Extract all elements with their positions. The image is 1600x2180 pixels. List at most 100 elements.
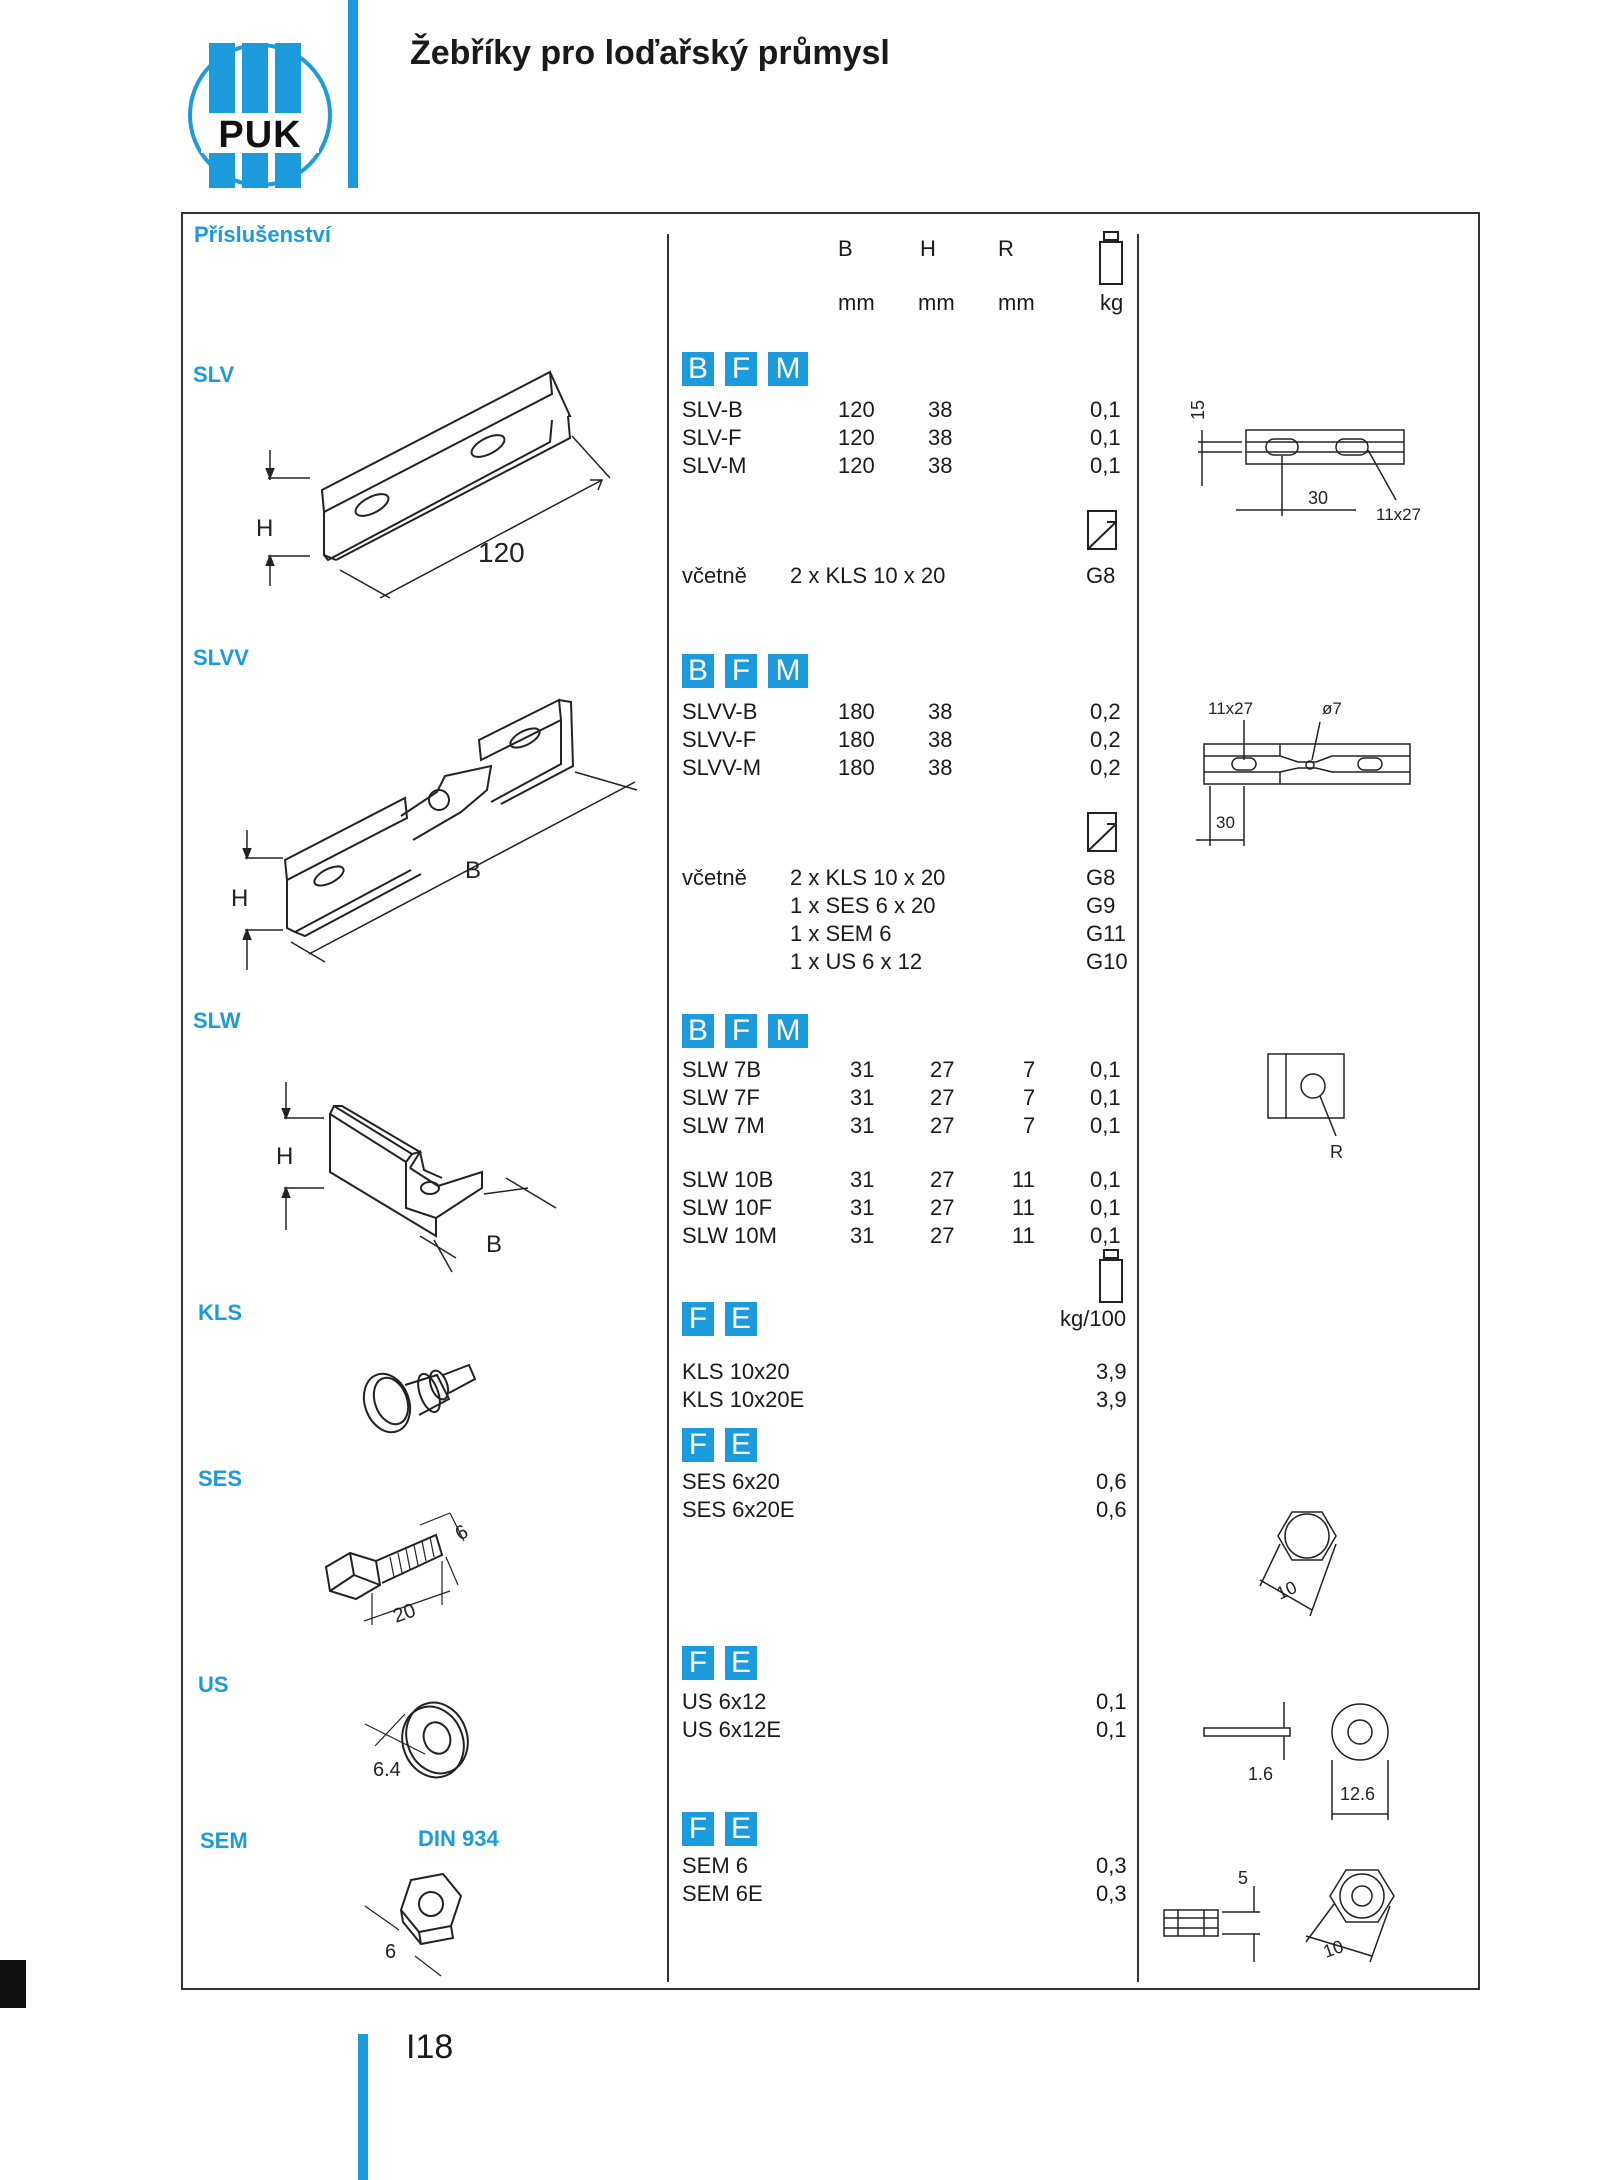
product-code: SLW 7B <box>682 1057 762 1082</box>
value-h: 27 <box>930 1195 955 1220</box>
drawing-dim-10: 10 <box>1273 1577 1300 1604</box>
section-title: Příslušenství <box>194 222 331 247</box>
product-code: SLV-F <box>682 425 742 450</box>
fig-dim-h: H <box>256 515 273 542</box>
fig-dim-b: B <box>465 857 481 884</box>
section-label-ses: SES <box>198 1466 243 1491</box>
slvv-connector-figure: H B <box>231 698 638 970</box>
col-unit-b: mm <box>838 290 875 315</box>
product-code: SES 6x20 <box>682 1469 780 1494</box>
fig-dim-6: 6 <box>452 1521 473 1546</box>
value-r: 7 <box>1023 1057 1036 1082</box>
value-weight: 0,1 <box>1090 1195 1121 1220</box>
page-number: I18 <box>406 2028 454 2066</box>
finish-badge-f: F <box>725 1014 757 1048</box>
fig-dim-6: 6 <box>385 1941 396 1963</box>
product-code: SLVV-M <box>682 755 762 780</box>
col-header-h: H <box>920 236 936 261</box>
finish-badge-b: B <box>682 352 714 386</box>
value-weight: 0,6 <box>1096 1469 1127 1494</box>
value-weight: 0,1 <box>1090 1223 1121 1248</box>
slv-tech-drawing: 15 30 11x27 <box>1188 400 1420 524</box>
product-code: SEM 6E <box>682 1881 763 1906</box>
fig-dim-h: H <box>276 1143 293 1170</box>
sem-nut-figure: 6 <box>364 1872 463 1977</box>
value-b: 31 <box>850 1167 875 1192</box>
value-b: 180 <box>838 699 875 724</box>
reference-icon <box>1087 510 1117 550</box>
included-ref: G8 <box>1086 563 1116 588</box>
included-item: 2 x KLS 10 x 20 <box>790 865 946 890</box>
value-b: 120 <box>838 397 875 422</box>
value-weight: 0,1 <box>1096 1689 1127 1714</box>
finish-badge-f: F <box>682 1646 714 1680</box>
value-weight: 0,1 <box>1096 1717 1127 1742</box>
value-b: 120 <box>838 425 875 450</box>
product-code: KLS 10x20 <box>682 1359 790 1384</box>
puk-logo-icon <box>188 43 332 188</box>
value-h: 27 <box>930 1057 955 1082</box>
value-h: 38 <box>928 755 953 780</box>
col-unit-r: mm <box>998 290 1035 315</box>
page-edge-tab <box>0 1960 26 2008</box>
finish-badge-m: M <box>768 654 808 688</box>
included-item: 2 x KLS 10 x 20 <box>790 563 946 588</box>
col-unit-h: mm <box>918 290 955 315</box>
column-divider-right <box>1137 234 1139 1982</box>
product-code: SLVV-B <box>682 699 758 724</box>
value-weight: 0,2 <box>1090 699 1121 724</box>
ses-tech-drawing: 10 <box>1259 1511 1337 1617</box>
included-item: 1 x US 6 x 12 <box>790 949 923 974</box>
value-weight: 0,1 <box>1090 397 1121 422</box>
product-code: KLS 10x20E <box>682 1387 805 1412</box>
value-h: 38 <box>928 397 953 422</box>
value-weight: 0,1 <box>1090 425 1121 450</box>
included-label: včetně <box>682 865 747 890</box>
slw-bracket-figure: H B <box>276 1082 557 1273</box>
drawing-dim-12-6: 12.6 <box>1340 1784 1375 1804</box>
slw-tech-drawing: R <box>1267 1053 1345 1162</box>
weight-icon <box>1099 1249 1123 1303</box>
value-h: 38 <box>928 699 953 724</box>
value-h: 27 <box>930 1223 955 1248</box>
finish-badge-f: F <box>682 1812 714 1846</box>
finish-badge-e: E <box>725 1812 757 1846</box>
slvv-tech-drawing: 11x27 ø7 30 <box>1196 699 1411 846</box>
value-h: 27 <box>930 1113 955 1138</box>
value-b: 31 <box>850 1113 875 1138</box>
value-weight: 0,1 <box>1090 453 1121 478</box>
content-frame <box>181 212 1480 1990</box>
ses-screw-figure: 6 20 <box>324 1512 473 1628</box>
product-code: SLW 10F <box>682 1195 773 1220</box>
value-weight: 3,9 <box>1096 1359 1127 1384</box>
drawing-dim-30: 30 <box>1216 813 1235 832</box>
value-weight: 0,1 <box>1090 1057 1121 1082</box>
section-label-us: US <box>198 1672 229 1697</box>
product-code: SLW 7M <box>682 1113 765 1138</box>
included-item: 1 x SES 6 x 20 <box>790 893 936 918</box>
section-label-sem: SEM <box>200 1828 248 1853</box>
finish-badge-b: B <box>682 1014 714 1048</box>
finish-badge-f: F <box>725 352 757 386</box>
value-r: 11 <box>1012 1223 1035 1248</box>
finish-badge-e: E <box>725 1302 757 1336</box>
finish-badge-f: F <box>682 1428 714 1462</box>
drawing-dim-5: 5 <box>1238 1868 1248 1888</box>
included-item: 1 x SEM 6 <box>790 921 892 946</box>
product-code: SLV-M <box>682 453 747 478</box>
finish-badge-f: F <box>682 1302 714 1336</box>
product-code: SLV-B <box>682 397 743 422</box>
value-r: 7 <box>1023 1085 1036 1110</box>
drawing-dim-10: 10 <box>1321 1936 1347 1962</box>
value-b: 31 <box>850 1223 875 1248</box>
product-code: SLW 7F <box>682 1085 760 1110</box>
value-weight: 0,6 <box>1096 1497 1127 1522</box>
value-b: 31 <box>850 1085 875 1110</box>
product-code: US 6x12 <box>682 1689 767 1714</box>
finish-badge-m: M <box>768 352 808 386</box>
fig-dim-6-4: 6.4 <box>373 1759 401 1781</box>
din-standard-label: DIN 934 <box>418 1826 499 1851</box>
finish-badge-f: F <box>725 654 757 688</box>
finish-badge-e: E <box>725 1428 757 1462</box>
value-h: 38 <box>928 727 953 752</box>
